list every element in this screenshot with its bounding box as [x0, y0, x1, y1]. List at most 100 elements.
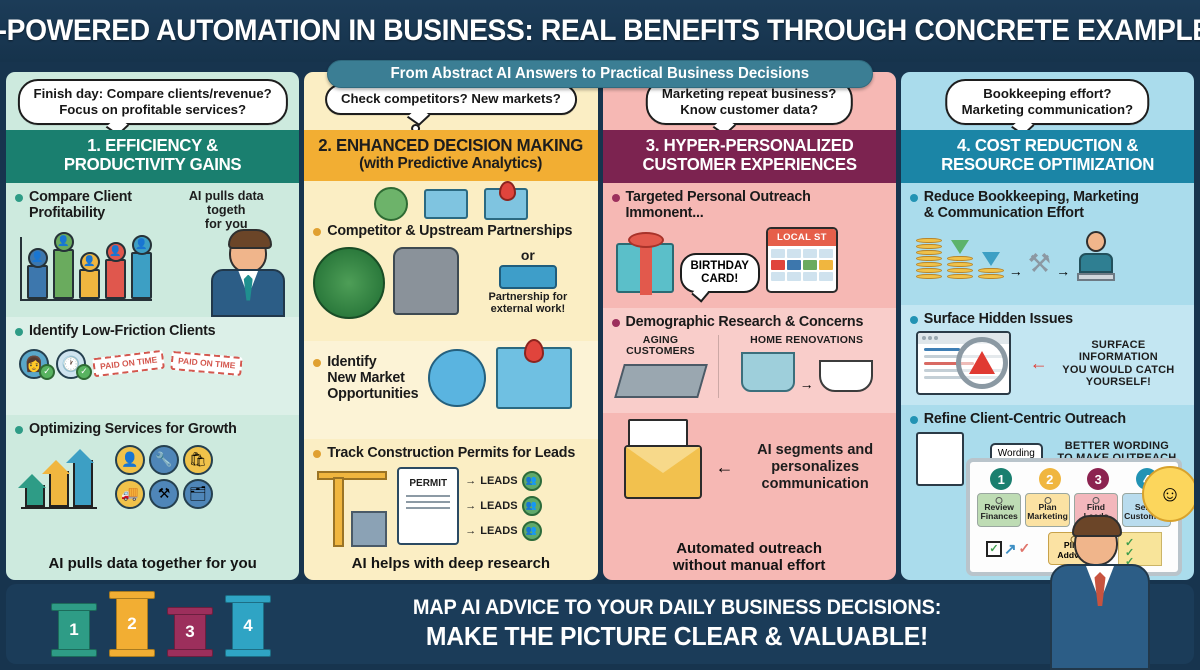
section-title: Identify Low-Friction Clients — [15, 323, 290, 339]
section-label: Targeted Personal Outreach Immonent... — [626, 189, 811, 221]
section-reduce-bookkeeping: Reduce Bookkeeping, Marketing & Communic… — [901, 183, 1194, 305]
avatar: 👤 — [53, 231, 74, 252]
column-4-header: 4. COST REDUCTION & RESOURCE OPTIMIZATIO… — [900, 130, 1194, 183]
home-renovations-label: HOME RENOVATIONS — [750, 333, 864, 346]
envelope-icon — [623, 444, 702, 499]
check-mark-icon: ✓ — [1018, 540, 1031, 557]
bubble-zone-2: Check competitors? New markets? — [304, 72, 597, 133]
worker-laptop-icon — [1075, 230, 1117, 281]
growth-arrow — [66, 448, 94, 507]
section-title: Reduce Bookkeeping, Marketing & Communic… — [909, 189, 1185, 221]
target-icon — [373, 186, 408, 221]
thought-bubble-1: Finish day: Compare clients/revenue? Foc… — [17, 79, 288, 144]
section-label: Refine Client-Centric Outreach — [923, 410, 1126, 427]
pillar: 1 — [51, 603, 97, 657]
map-pin-icon — [483, 180, 528, 220]
magnifier-icon — [955, 336, 1008, 389]
column-2-body: Competitor & Upstream Partnerships or Pa… — [304, 180, 598, 580]
calendar-label: LOCAL ST — [767, 228, 836, 246]
car-seat-icon — [393, 246, 460, 315]
column-1-header: 1. EFFICIENCY & PRODUCTIVITY GAINS — [6, 130, 300, 183]
column-1-heading-line2: PRODUCTIVITY GAINS — [63, 154, 242, 175]
down-arrow-blue-icon — [981, 251, 1000, 266]
title-line-1: Reduce Bookkeeping, Marketing — [923, 188, 1139, 205]
crane-icon — [313, 467, 391, 549]
section-title: Demographic Research & Concerns — [611, 314, 887, 330]
section-title: Compare Client Profitability — [15, 189, 175, 221]
up-arrow-icon: ↗ — [1003, 540, 1017, 558]
column-efficiency: Finish day: Compare clients/revenue? Foc… — [6, 72, 300, 581]
wrench-icon: 🔧 — [149, 444, 179, 475]
partnership-note: Partnership for external work! — [467, 291, 588, 316]
bullet-dot-icon — [15, 193, 23, 202]
stamp-label: PAID ON TIME — [99, 354, 158, 372]
businessman-illustration — [203, 228, 293, 317]
person-hair — [228, 228, 273, 249]
bullet-dot-icon — [15, 425, 23, 434]
subtitle-text: From Abstract AI Answers to Practical Bu… — [390, 65, 810, 82]
section-label: Surface Hidden Issues — [923, 310, 1073, 327]
note-line-3: YOU WOULD CATCH — [1062, 363, 1175, 376]
pillar: 2 — [109, 591, 155, 657]
growth-arrow — [18, 473, 46, 507]
person-head — [228, 228, 273, 273]
customer-avatar-icon: 👩 ✓ — [19, 348, 55, 380]
whiteboard-card: Plan Marketing — [1025, 493, 1070, 527]
bar: 👤 — [27, 247, 48, 299]
growth-arrows-chart — [18, 448, 97, 509]
column-3-heading-line1: 3. HYPER-PERSONALIZED — [645, 135, 853, 155]
pillar-number: 1 — [58, 611, 90, 649]
bar: 👤 — [79, 251, 100, 299]
card-line-2: Marketing — [1027, 511, 1068, 522]
note-line-1: AI pulls data — [188, 188, 264, 203]
card-line-1: Plan — [1038, 502, 1057, 512]
section-label: Reduce Bookkeeping, Marketing & Communic… — [924, 189, 1139, 221]
pillar: 4 — [225, 595, 271, 657]
section-refine-client-centric-outreach: Refine Client-Centric Outreach → Wording… — [901, 405, 1194, 581]
lead-item: →LEADS 👥 — [465, 470, 588, 491]
section-title: Targeted Personal Outreach Immonent... — [611, 189, 887, 221]
column-1-body: Compare Client Profitability AI pulls da… — [6, 183, 300, 581]
bullet-dot-icon — [611, 193, 620, 202]
birthday-line-2: CARD! — [701, 272, 739, 285]
warning-triangle-icon — [968, 351, 995, 374]
whiteboard-number: 1 — [990, 468, 1013, 490]
title-line-2: Immonent... — [625, 204, 704, 221]
section-label: Track Construction Permits for Leads — [327, 444, 576, 461]
ai-pulls-data-note: AI pulls data togeth for you — [171, 189, 281, 232]
bubble-line-1: Check competitors? New markets? — [340, 91, 561, 106]
aging-line-2: CUSTOMERS — [626, 345, 695, 358]
note-line-1: AI segments and — [757, 442, 874, 459]
coin-stack-large-icon — [915, 237, 942, 279]
paid-on-time-stamp: PAID ON TIME — [92, 349, 166, 378]
avatar: 👤 — [105, 241, 126, 262]
person-suit — [211, 268, 286, 317]
bar: 👤 — [105, 241, 126, 299]
paid-on-time-stamp: PAID ON TIME — [170, 350, 244, 377]
bubble-zone-4: Bookkeeping effort? Marketing communicat… — [901, 72, 1194, 144]
section-optimizing-services-for-growth: Optimizing Services for Growth — [6, 415, 299, 581]
checkbox-icon: ✓ — [985, 540, 1002, 557]
section-title: Optimizing Services for Growth — [15, 421, 290, 437]
poster-header: AI-POWERED AUTOMATION IN BUSINESS: REAL … — [0, 0, 1200, 62]
clock-icon: 🕐 ✓ — [56, 348, 92, 380]
calendar-grid — [768, 246, 836, 284]
bag-icon: 🛍 — [183, 444, 213, 475]
note-line-2: external work! — [490, 303, 566, 316]
pillar-number: 4 — [232, 603, 264, 649]
materials-icon: 🗂 — [183, 478, 213, 509]
section-label: Identify New Market Opportunities — [327, 354, 418, 402]
bathtub-after-icon — [818, 360, 873, 393]
local-street-calendar-icon: LOCAL ST — [765, 226, 838, 293]
presenter-head — [1072, 515, 1122, 566]
section-demographic-research: Demographic Research & Concerns AGING CU… — [602, 307, 896, 413]
growth-arrow — [42, 459, 70, 507]
bathtub-before-icon — [740, 352, 795, 393]
section-identify-new-market-opportunities: Identify New Market Opportunities — [304, 338, 598, 439]
lead-label: LEADS — [480, 524, 518, 537]
thought-bubble-4: Bookkeeping effort? Marketing communicat… — [945, 79, 1150, 144]
column-cost-reduction: Bookkeeping effort? Marketing communicat… — [900, 72, 1194, 581]
sun-smiley-icon: ☺ — [1142, 466, 1194, 522]
note-line-4: YOURSELF! — [1085, 375, 1152, 388]
whiteboard-card: Review Finances — [977, 493, 1022, 527]
